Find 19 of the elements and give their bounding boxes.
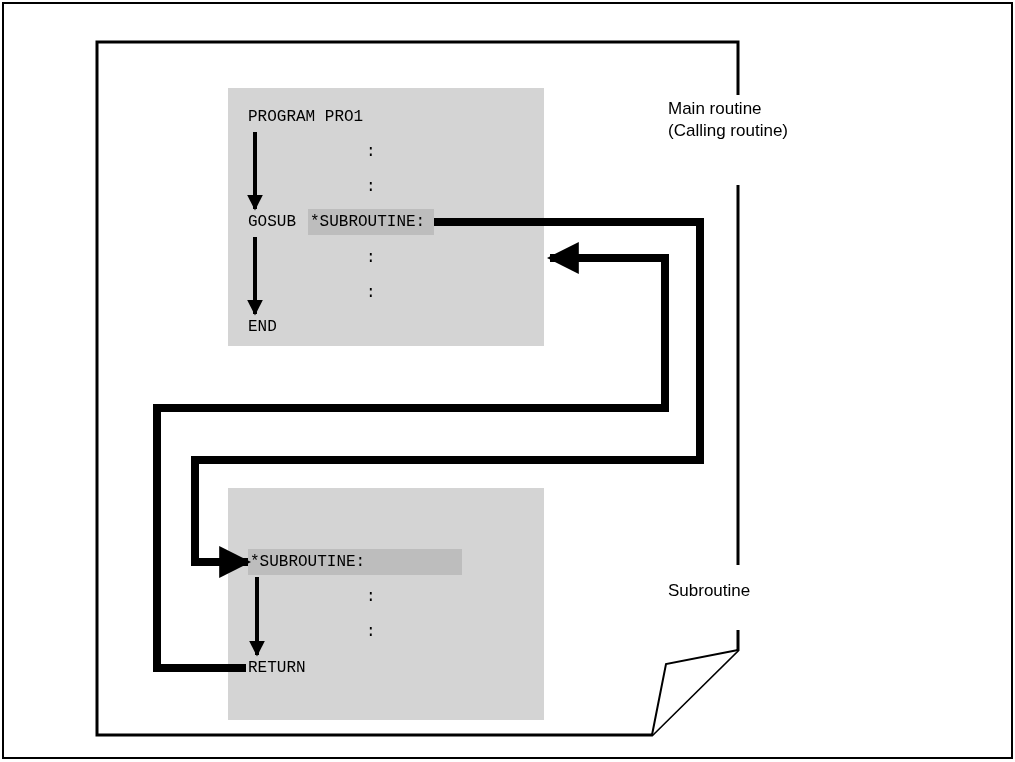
code-line: : bbox=[364, 584, 384, 610]
code-line: GOSUB bbox=[246, 209, 302, 235]
code-line: : bbox=[364, 174, 384, 200]
code-line: : bbox=[364, 619, 384, 645]
code-line: RETURN bbox=[246, 655, 316, 681]
arrow bbox=[249, 577, 265, 657]
code-line: PROGRAM PRO1 bbox=[246, 104, 376, 130]
code-line: : bbox=[364, 280, 384, 306]
section-label: Main routine (Calling routine) bbox=[668, 98, 789, 142]
code-panel bbox=[228, 88, 544, 346]
code-line: : bbox=[364, 139, 384, 165]
arrow bbox=[191, 218, 704, 578]
arrow bbox=[247, 237, 263, 316]
code-panel bbox=[228, 488, 544, 720]
arrow bbox=[153, 242, 669, 672]
section-label: Subroutine bbox=[668, 580, 752, 602]
arrow bbox=[247, 132, 263, 211]
code-line: END bbox=[246, 314, 286, 340]
code-line: : bbox=[364, 245, 384, 271]
